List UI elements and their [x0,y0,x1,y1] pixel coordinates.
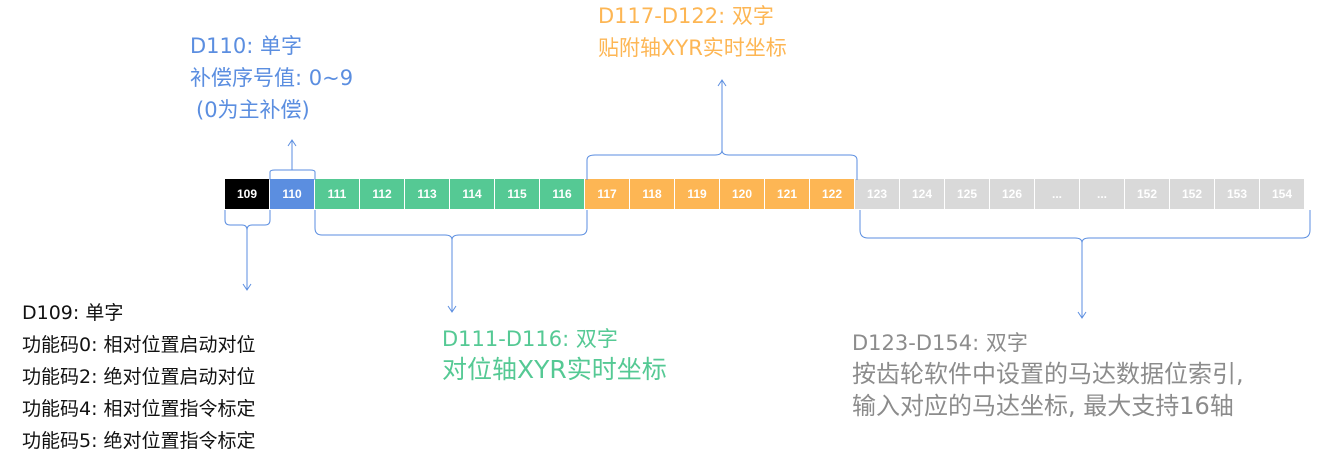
register-cell-gray: 123 [855,179,899,209]
register-cell-green: 112 [360,179,404,209]
bracket-d123 [859,210,1311,319]
register-cell-black: 109 [225,179,269,209]
d111-title: D111-D116: 双字 [442,327,618,351]
d110-desc: 补偿序号值: 0~9 [190,66,354,90]
d109-code4: 功能码4: 相对位置指令标定 [22,398,256,420]
d111-desc: 对位轴XYR实时坐标 [442,355,667,384]
d117-title: D117-D122: 双字 [598,4,774,28]
register-cell-gray: 124 [900,179,944,209]
d123-desc1: 按齿轮软件中设置的马达数据位索引, [852,360,1244,388]
register-cell-gray: 153 [1215,179,1259,209]
d109-code5: 功能码5: 绝对位置指令标定 [22,430,256,452]
register-cell-gray: 152 [1125,179,1169,209]
register-cell-orange: 117 [585,179,629,209]
register-cell-orange: 118 [630,179,674,209]
register-cell-gray: 152 [1170,179,1214,209]
register-cell-green: 114 [450,179,494,209]
register-cell-orange: 121 [765,179,809,209]
d123-desc2: 输入对应的马达坐标, 最大支持16轴 [852,392,1234,420]
register-cell-green: 116 [540,179,584,209]
d111-label: D111-D116: 双字 对位轴XYR实时坐标 [442,324,667,386]
d109-label: D109: 单字 功能码0: 相对位置启动对位 功能码2: 绝对位置启动对位 功… [22,297,256,457]
register-cell-green: 111 [315,179,359,209]
register-cell-green: 113 [405,179,449,209]
register-cell-gray: ... [1035,179,1079,209]
d123-label: D123-D154: 双字 按齿轮软件中设置的马达数据位索引, 输入对应的马达坐… [852,328,1244,422]
d109-code2: 功能码2: 绝对位置启动对位 [22,366,256,388]
bracket-d111 [314,210,588,313]
register-cell-gray: 126 [990,179,1034,209]
register-cell-green: 115 [495,179,539,209]
bracket-d117 [586,79,858,180]
d117-desc: 贴附轴XYR实时坐标 [598,36,787,60]
d109-title: D109: 单字 [22,302,124,324]
d110-note: (0为主补偿) [196,98,310,122]
register-cell-orange: 120 [720,179,764,209]
d117-label: D117-D122: 双字 贴附轴XYR实时坐标 [598,0,787,64]
register-cell-blue: 110 [270,179,314,209]
bracket-d109 [224,210,271,291]
d123-title: D123-D154: 双字 [852,331,1028,355]
register-cell-orange: 119 [675,179,719,209]
d109-code0: 功能码0: 相对位置启动对位 [22,334,256,356]
register-cell-gray: ... [1080,179,1124,209]
register-cell-orange: 122 [810,179,854,209]
d110-label: D110: 单字 补偿序号值: 0~9 (0为主补偿) [190,30,353,126]
register-cell-gray: 154 [1260,179,1304,209]
bracket-d110 [269,139,316,180]
d110-title: D110: 单字 [190,34,303,58]
register-cell-gray: 125 [945,179,989,209]
